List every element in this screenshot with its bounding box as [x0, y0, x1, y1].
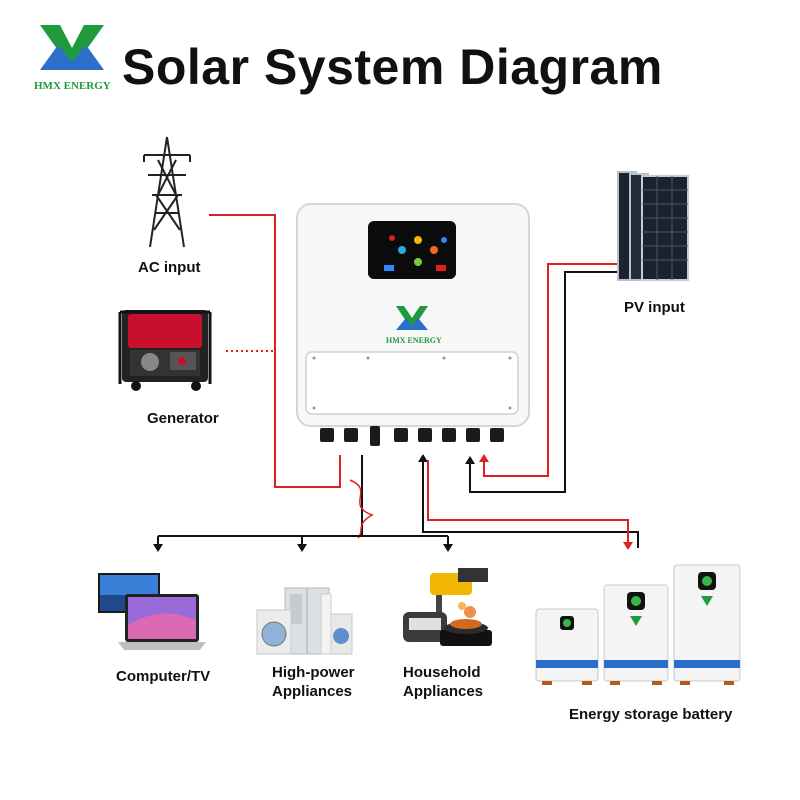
generator-label: Generator — [147, 410, 219, 427]
household-label-line2: Appliances — [403, 683, 484, 700]
battery-black-wire — [422, 460, 639, 548]
page-title: Solar System Diagram — [122, 39, 663, 95]
pv-negative-wire — [469, 271, 617, 493]
computer-tv-icon — [98, 573, 206, 650]
solar-panel-icon — [617, 171, 689, 281]
battery-red-wire — [427, 460, 629, 542]
high-power-label-line2: Appliances — [272, 683, 353, 700]
pv-positive-wire — [483, 263, 617, 477]
appliances-icon — [256, 587, 353, 655]
ac-input-wire — [209, 214, 341, 488]
ac-input-label: AC input — [138, 259, 201, 276]
household-appliances-icon — [403, 568, 492, 646]
generator-icon — [118, 310, 212, 391]
transmission-tower-icon — [143, 136, 191, 248]
household-label-line1: Household — [403, 664, 481, 681]
computer-tv-label: Computer/TV — [116, 668, 211, 685]
hmx-logo-icon — [40, 25, 104, 70]
high-power-label-line1: High-power — [272, 664, 355, 681]
header-brand: HMX ENERGY — [34, 80, 111, 92]
inverter-brand: HMX ENERGY — [386, 336, 442, 345]
pv-input-label: PV input — [624, 299, 685, 316]
inverter-icon — [296, 203, 530, 446]
battery-label: Energy storage battery — [569, 706, 733, 723]
battery-stack-icon — [535, 564, 741, 685]
